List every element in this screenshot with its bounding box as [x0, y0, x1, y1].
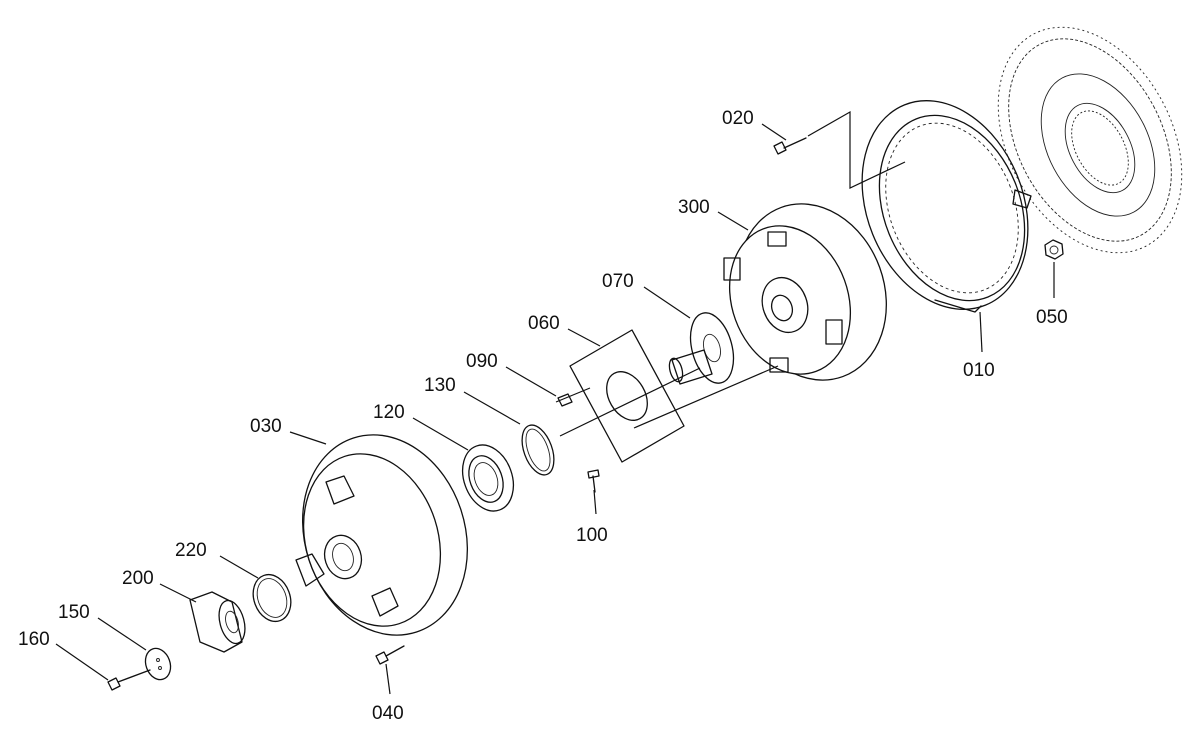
part-200-yoke-drawing [189, 591, 246, 653]
callout-300: 300 [678, 197, 710, 218]
part-030-cover-drawing [295, 434, 469, 636]
callout-040: 040 [372, 703, 404, 724]
assembly-lines [555, 110, 906, 437]
part-300-converter-drawing [723, 203, 887, 381]
part-100-screw-drawing [587, 469, 600, 493]
callout-020: 020 [722, 108, 754, 129]
part-040-screw-drawing [375, 645, 405, 665]
callout-090: 090 [466, 351, 498, 372]
callout-200: 200 [122, 568, 154, 589]
callout-100: 100 [576, 525, 608, 546]
part-220-oring-drawing [252, 573, 292, 623]
callout-120: 120 [373, 402, 405, 423]
flexplate-drawing [997, 26, 1183, 254]
part-010-housing-drawing [861, 100, 1032, 313]
part-050-nut-drawing [1044, 239, 1064, 260]
callout-leaders [55, 123, 1055, 695]
callout-130: 130 [424, 375, 456, 396]
callout-070: 070 [602, 271, 634, 292]
part-070-flange-drawing [668, 312, 735, 385]
callout-labels: 020 300 070 060 090 130 120 030 220 200 … [18, 108, 1068, 724]
part-130-snapring-drawing [521, 424, 555, 476]
callout-050: 050 [1036, 307, 1068, 328]
part-090-screw-drawing [557, 393, 573, 407]
callout-160: 160 [18, 629, 50, 650]
part-160-bolt-drawing [107, 669, 151, 691]
part-120-bearing-drawing [461, 444, 515, 512]
callout-030: 030 [250, 416, 282, 437]
part-150-washer-drawing [144, 647, 172, 681]
callout-220: 220 [175, 540, 207, 561]
part-060-plate-drawing [569, 329, 685, 463]
callout-010: 010 [963, 360, 995, 381]
callout-150: 150 [58, 602, 90, 623]
callout-060: 060 [528, 313, 560, 334]
part-020-bolt-drawing [773, 137, 807, 155]
